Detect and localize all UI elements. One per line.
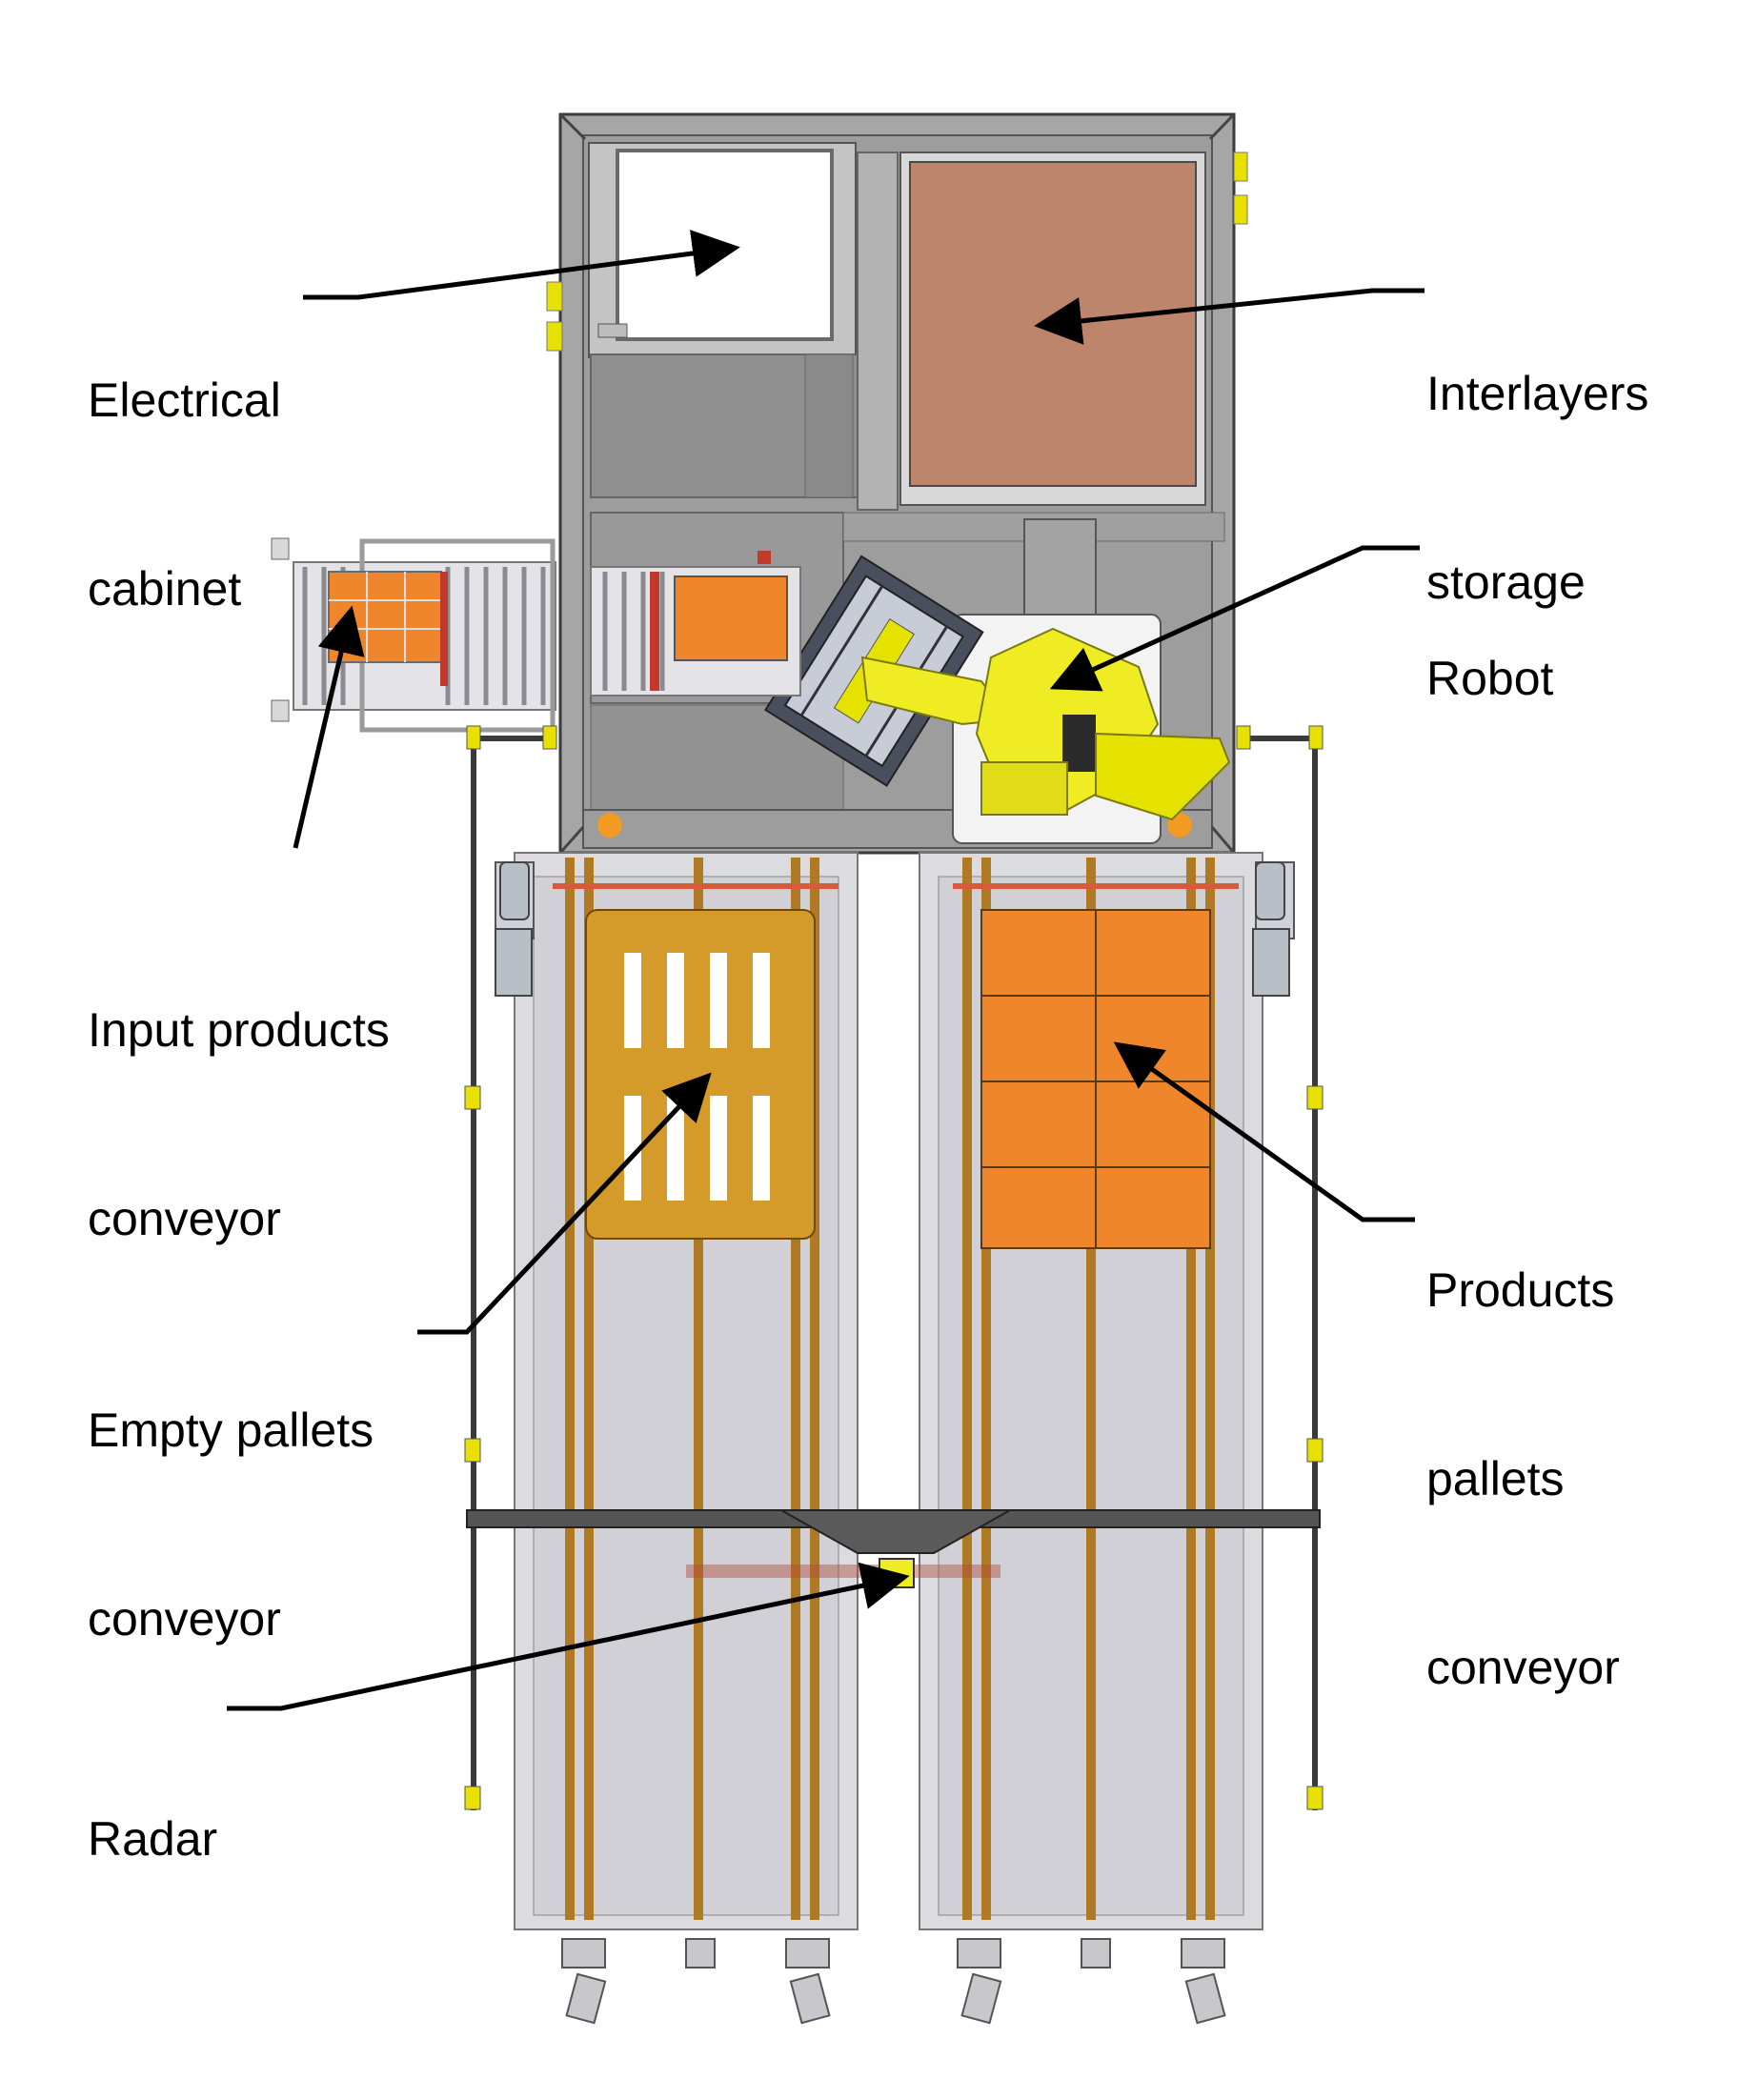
leader-robot (1049, 545, 1420, 692)
label-line: Products (1426, 1263, 1615, 1317)
label-line: storage (1426, 555, 1586, 609)
label-products-pallets-conveyor: Products pallets conveyor (1426, 1133, 1620, 1762)
label-line: conveyor (88, 1592, 281, 1646)
leader-input-products-conveyor (293, 605, 365, 849)
label-line: Interlayers (1426, 367, 1649, 420)
leader-electrical-cabinet (303, 230, 740, 300)
leader-products-pallets-conveyor (1113, 1041, 1415, 1222)
safety-fence (471, 736, 1318, 1810)
label-radar: Radar (88, 1682, 217, 1933)
label-line: conveyor (88, 1192, 281, 1245)
label-line: cabinet (88, 562, 242, 616)
leader-lines (227, 230, 1425, 1711)
electrical-cabinet (597, 149, 834, 341)
label-electrical-cabinet: Electrical cabinet (88, 243, 281, 683)
fence-hinges (464, 725, 1324, 1810)
interlayers-storage (899, 151, 1206, 506)
empty-pallets-conveyor (495, 852, 859, 1930)
label-line: conveyor (1426, 1641, 1620, 1694)
robot (764, 555, 1231, 844)
label-input-products-conveyor: Input products conveyor (88, 873, 390, 1313)
conveyor-feet (561, 1938, 1226, 2025)
label-interlayers-storage: Interlayers storage (1426, 236, 1648, 676)
motor-icon (495, 861, 1290, 997)
label-line: Electrical (88, 374, 281, 427)
leader-interlayers-storage (1034, 288, 1425, 345)
leader-radar (227, 1562, 910, 1711)
label-line: Empty pallets (88, 1403, 374, 1457)
input-products-conveyor (271, 537, 801, 733)
leader-empty-pallets-conveyor (417, 1072, 712, 1335)
label-line: pallets (1426, 1452, 1565, 1505)
radar-crossbeam (466, 1509, 1321, 1578)
label-line: Input products (88, 1003, 390, 1057)
label-line: Radar (88, 1812, 218, 1866)
label-empty-pallets-conveyor: Empty pallets conveyor (88, 1273, 374, 1713)
label-robot: Robot (1426, 521, 1553, 773)
label-line: Robot (1426, 652, 1554, 705)
products-pallets-conveyor (919, 852, 1295, 1930)
